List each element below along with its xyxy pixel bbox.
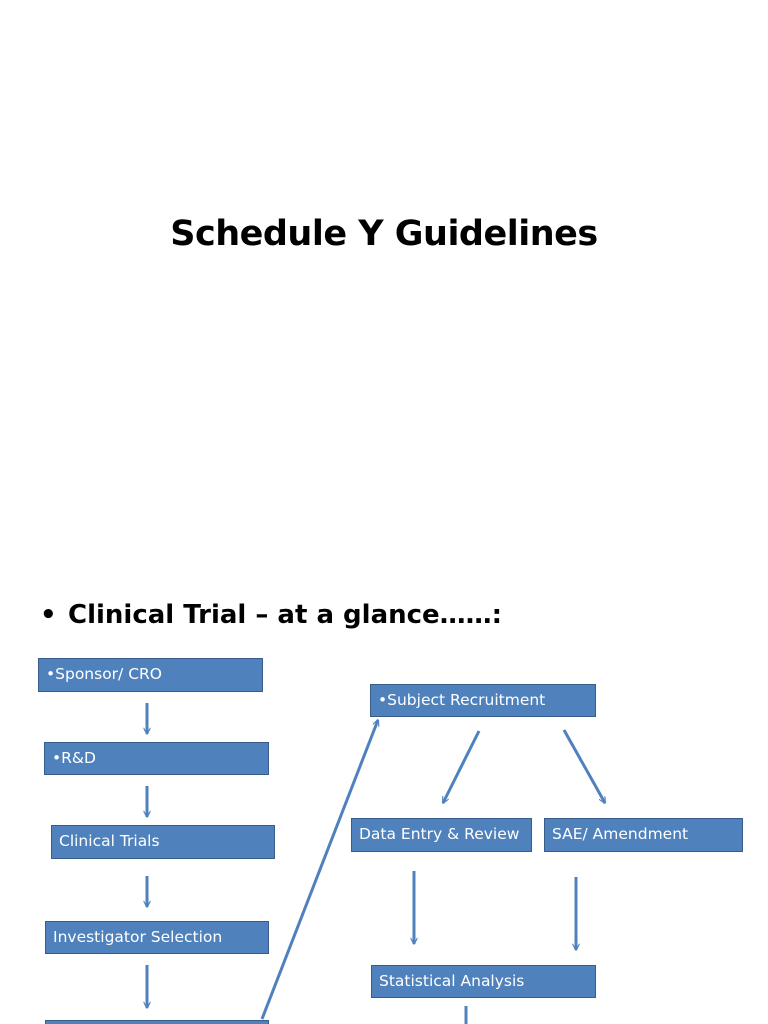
box-next-step-partial (45, 1020, 269, 1024)
box-sae-amendment: SAE/ Amendment (544, 818, 743, 852)
box-statistical-analysis: Statistical Analysis (371, 965, 596, 998)
bullet-heading: • Clinical Trial – at a glance……: (40, 600, 502, 630)
box-subject-recruitment: •Subject Recruitment (370, 684, 596, 717)
arrow-recruitment-to-sae (562, 729, 607, 803)
box-data-entry-review: Data Entry & Review (351, 818, 532, 852)
arrow-recruitment-to-data-entry (441, 730, 481, 803)
box-rnd: •R&D (44, 742, 269, 775)
box-clinical-trials: Clinical Trials (51, 825, 275, 859)
bullet-dot: • (40, 600, 57, 630)
box-investigator-selection: Investigator Selection (45, 921, 269, 954)
bullet-heading-text: Clinical Trial – at a glance……: (68, 600, 503, 630)
slide-title: Schedule Y Guidelines (170, 214, 598, 254)
box-sponsor-cro: •Sponsor/ CRO (38, 658, 263, 692)
arrow-to-subject-recruitment (260, 720, 378, 1020)
